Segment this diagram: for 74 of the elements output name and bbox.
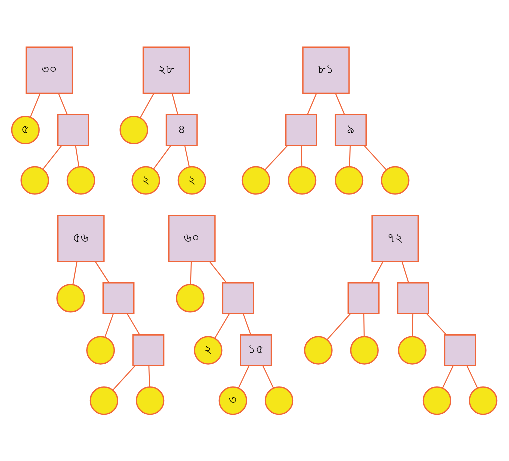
node-circle: ২ — [178, 166, 206, 194]
connector — [326, 313, 352, 340]
node-box — [397, 282, 430, 314]
connector — [402, 261, 410, 282]
node-circle — [469, 386, 498, 415]
node-box — [132, 334, 165, 366]
node-box — [222, 282, 254, 314]
connector — [364, 144, 387, 170]
node-box — [348, 282, 380, 314]
node-box — [285, 114, 318, 146]
connector — [72, 261, 78, 284]
node-circle — [66, 166, 96, 194]
node-circle — [381, 166, 410, 194]
node-circle — [90, 386, 119, 415]
connector — [95, 261, 110, 283]
connector — [466, 365, 478, 388]
node-circle — [242, 166, 270, 194]
node-box: ৯ — [334, 114, 367, 146]
node-circle — [288, 166, 317, 194]
node-circle — [350, 336, 379, 364]
node-circle — [422, 386, 452, 415]
connector — [58, 92, 68, 114]
node-box: ৬০ — [168, 214, 216, 262]
node-circle — [304, 336, 333, 364]
node-circle — [398, 336, 427, 364]
node-box — [444, 334, 476, 366]
node-circle: ৫ — [11, 115, 40, 144]
node-box: ৭২ — [372, 214, 420, 262]
connector — [75, 145, 80, 166]
connector — [126, 313, 140, 335]
node-box: ৮১ — [302, 46, 350, 94]
node-box: ৫৬ — [57, 214, 105, 262]
node-circle — [120, 115, 148, 144]
connector — [301, 145, 303, 166]
node-circle: ৩ — [218, 386, 248, 415]
node-circle — [136, 386, 165, 415]
connector — [238, 365, 250, 388]
connector — [140, 92, 155, 118]
node-circle — [86, 336, 116, 364]
node-circle — [264, 386, 294, 415]
connector — [214, 313, 230, 338]
node-circle — [20, 166, 50, 194]
connector — [148, 365, 150, 387]
connector — [154, 144, 172, 169]
node-box: ৪ — [166, 114, 198, 146]
connector — [30, 92, 41, 117]
connector — [42, 144, 62, 170]
node-circle — [176, 284, 205, 312]
connector — [172, 92, 178, 114]
node-box: ১৫ — [240, 334, 272, 366]
connector — [184, 145, 190, 167]
connector — [442, 365, 454, 388]
connector — [412, 313, 414, 336]
connector — [349, 145, 351, 166]
connector — [209, 261, 227, 283]
connector — [426, 313, 447, 335]
connector — [364, 313, 365, 336]
node-box — [57, 114, 90, 146]
connector — [190, 261, 192, 284]
connector — [104, 313, 114, 338]
node-box: ৩০ — [26, 46, 74, 94]
connector — [242, 313, 252, 335]
connector — [371, 261, 384, 283]
connector — [307, 92, 318, 114]
connector — [262, 365, 274, 388]
connector — [264, 144, 288, 170]
node-circle: ২ — [132, 166, 160, 194]
node-circle — [334, 166, 364, 194]
node-box — [102, 282, 135, 314]
connector — [112, 365, 136, 390]
connector — [335, 92, 346, 114]
node-circle — [56, 284, 86, 312]
node-circle: ২ — [194, 336, 223, 364]
node-box: ২৮ — [142, 46, 190, 94]
